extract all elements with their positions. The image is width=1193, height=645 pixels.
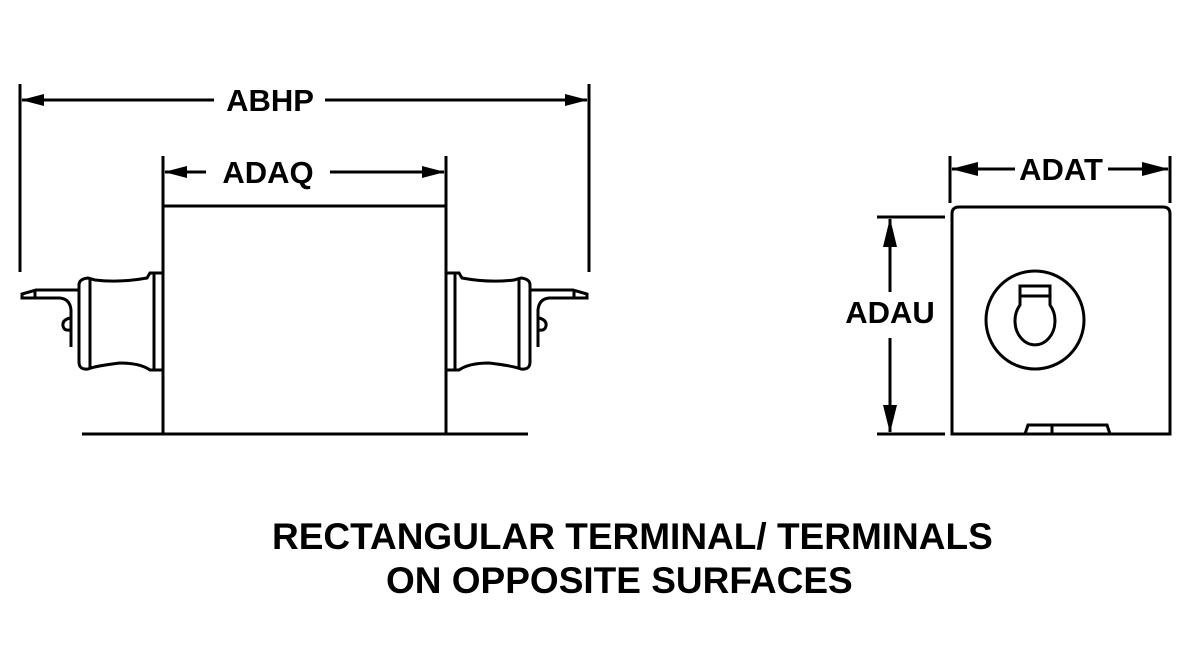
- arrowhead-left-icon: [951, 162, 978, 176]
- caption-line-1: RECTANGULAR TERMINAL/ TERMINALS: [272, 516, 993, 557]
- arrowhead-left-icon: [21, 94, 44, 106]
- dimension-label-abhp: ABHP: [226, 83, 314, 118]
- end-view: [950, 205, 1172, 436]
- dimension-adau: ADAU: [845, 215, 945, 436]
- terminal-screw: [538, 316, 548, 332]
- right-terminal: [446, 271, 589, 372]
- terminal-screw: [61, 316, 71, 332]
- side-view: [20, 204, 589, 436]
- terminal-outer-ring: [984, 269, 1086, 371]
- dimension-label-adat: ADAT: [1019, 152, 1103, 187]
- terminal-lug: [20, 288, 79, 347]
- base-tab: [1023, 423, 1112, 435]
- dimension-abhp: ABHP: [18, 83, 591, 272]
- arrowhead-down-icon: [883, 405, 897, 433]
- arrowhead-left-icon: [164, 166, 187, 178]
- arrowhead-right-icon: [1142, 162, 1169, 176]
- terminal-barrel: [77, 271, 163, 372]
- arrowhead-right-icon: [565, 94, 588, 106]
- left-terminal: [20, 271, 163, 372]
- arrowhead-right-icon: [422, 166, 445, 178]
- terminal-barrel: [446, 271, 532, 372]
- terminal-keyed-hole: [1013, 284, 1057, 347]
- arrowhead-up-icon: [883, 218, 897, 247]
- dimension-adaq: ADAQ: [161, 155, 448, 222]
- dimension-adat: ADAT: [948, 152, 1172, 203]
- dimension-label-adaq: ADAQ: [222, 155, 313, 190]
- terminal-lug: [530, 288, 589, 347]
- caption-line-2: ON OPPOSITE SURFACES: [386, 560, 853, 601]
- dimension-label-adau: ADAU: [845, 295, 935, 330]
- end-view-body: [950, 205, 1172, 436]
